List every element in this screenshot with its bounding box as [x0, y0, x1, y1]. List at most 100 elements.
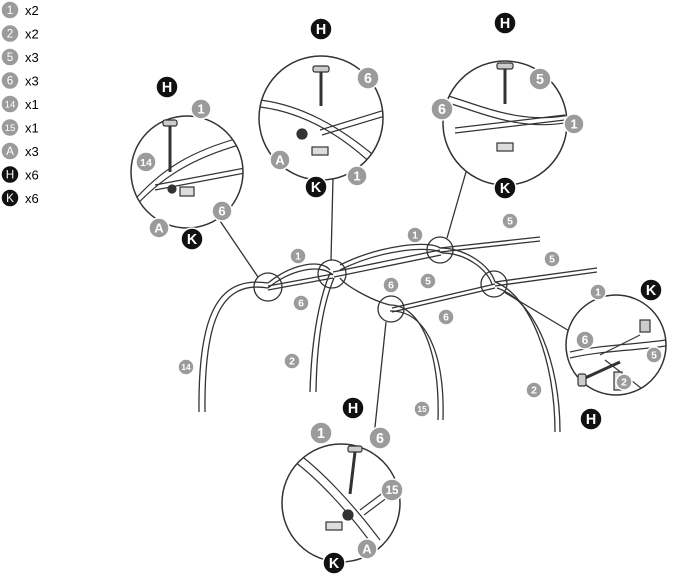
callout-5-3-label: 5 [536, 72, 544, 88]
callout-h-3-label: H [500, 16, 510, 32]
callout-h-2-label: H [316, 22, 326, 38]
arch-top-a [267, 263, 334, 289]
frame-label-5-a-label: 5 [425, 277, 431, 288]
callout-k-1: K [180, 227, 204, 251]
frame-label-5-a: 5 [419, 272, 437, 290]
legend-qty-1: x2 [25, 3, 39, 18]
callout-14-1-label: 14 [140, 157, 152, 169]
callout-a-2-label: A [275, 153, 285, 168]
frame-label-14: 14 [177, 358, 195, 376]
legend-badge-14-label: 14 [5, 99, 16, 110]
callout-k-4-label: K [646, 283, 657, 299]
callout-k-2: K [304, 175, 328, 199]
legend-badge-5-label: 5 [7, 51, 14, 64]
leader-1 [213, 211, 259, 278]
legend-badge-1-label: 1 [7, 4, 14, 17]
leader-2 [330, 177, 334, 261]
callout-1-1-label: 1 [197, 102, 204, 117]
detail-joint-bottom [281, 443, 401, 563]
callout-6-2-label: 6 [364, 71, 372, 87]
frame-label-2-b: 2 [525, 381, 543, 399]
pole-5-upper [439, 236, 541, 253]
frame-label-5-b-label: 5 [507, 217, 513, 228]
frame-label-5-c-label: 5 [549, 255, 555, 266]
callout-6-4-label: 6 [582, 334, 589, 347]
callout-a-5: A [356, 538, 378, 560]
joint-circle-5 [480, 270, 508, 298]
callout-h-5: H [341, 396, 365, 420]
legend-badge-2-label: 2 [7, 28, 14, 41]
legend-qty-h: x6 [25, 168, 39, 183]
arch-top-c [439, 247, 496, 285]
legend-badge-6: 6 [0, 70, 20, 91]
callout-a-1: A [148, 217, 170, 239]
frame-label-6-c: 6 [437, 308, 455, 326]
callout-6-4: 6 [575, 330, 595, 350]
callout-a-5-label: A [362, 542, 372, 557]
leader-5 [372, 321, 387, 447]
callout-1-4: 1 [589, 283, 607, 301]
frame-label-1-b-label: 1 [412, 231, 418, 242]
callout-6-3: 6 [430, 97, 454, 121]
callout-1-5: 1 [309, 421, 333, 445]
callout-h-1-label: H [162, 80, 172, 96]
arch-top-d [339, 277, 391, 306]
joint-circle-4 [377, 295, 405, 323]
callout-k-3: K [493, 176, 517, 200]
callout-5-4-label: 5 [651, 351, 657, 362]
callout-1-3: 1 [563, 113, 585, 135]
legend-badge-h: H [0, 164, 20, 185]
callout-k-5-label: K [329, 556, 340, 572]
legend-row-part-2: 2 x2 [0, 23, 39, 44]
frame-label-6-a: 6 [292, 294, 310, 312]
detail-joint-middle [258, 55, 384, 181]
callout-14-1: 14 [135, 151, 157, 173]
callout-6-1: 6 [211, 200, 233, 222]
frame-label-14-label: 14 [181, 362, 191, 372]
arch-front [389, 304, 444, 421]
frame-label-15-label: 15 [417, 404, 427, 414]
frame-label-6-b: 6 [382, 276, 400, 294]
callout-6-1-label: 6 [218, 204, 225, 219]
arch-right [494, 281, 561, 433]
callout-6-5: 6 [368, 426, 392, 450]
callout-k-1-label: K [187, 232, 198, 248]
legend-qty-2: x2 [25, 27, 39, 42]
frame-label-6-c-label: 6 [443, 313, 449, 324]
callout-6-5-label: 6 [376, 431, 384, 447]
callout-h-1: H [155, 75, 179, 99]
callout-a-1-label: A [154, 221, 164, 236]
callout-2-4: 2 [615, 373, 633, 391]
callout-5-4: 5 [645, 346, 663, 364]
frame-label-1-a-label: 1 [295, 252, 301, 263]
legend-badge-6-label: 6 [7, 75, 14, 88]
callout-1-4-label: 1 [595, 288, 601, 299]
callout-k-5: K [322, 551, 346, 575]
frame-label-2-b-label: 2 [531, 386, 537, 397]
frame-label-6-b-label: 6 [388, 281, 394, 292]
callout-6-3-label: 6 [438, 102, 446, 118]
callout-1-3-label: 1 [570, 117, 577, 132]
callout-15-5: 15 [380, 478, 404, 502]
leader-3 [446, 171, 467, 239]
callout-1-2-label: 1 [353, 169, 360, 184]
main-frame [198, 171, 598, 447]
legend-badge-14: 14 [0, 94, 20, 114]
joint-circle-2 [317, 259, 347, 289]
legend-row-part-1: 1 x2 [0, 0, 39, 20]
callout-1-2: 1 [346, 165, 368, 187]
legend-qty-15: x1 [25, 121, 39, 136]
legend-badge-5: 5 [0, 47, 20, 67]
pole-6-left [267, 273, 334, 291]
frame-label-6-a-label: 6 [298, 299, 304, 310]
legend-badge-h-label: H [6, 169, 14, 182]
pole-5-right [494, 267, 598, 287]
